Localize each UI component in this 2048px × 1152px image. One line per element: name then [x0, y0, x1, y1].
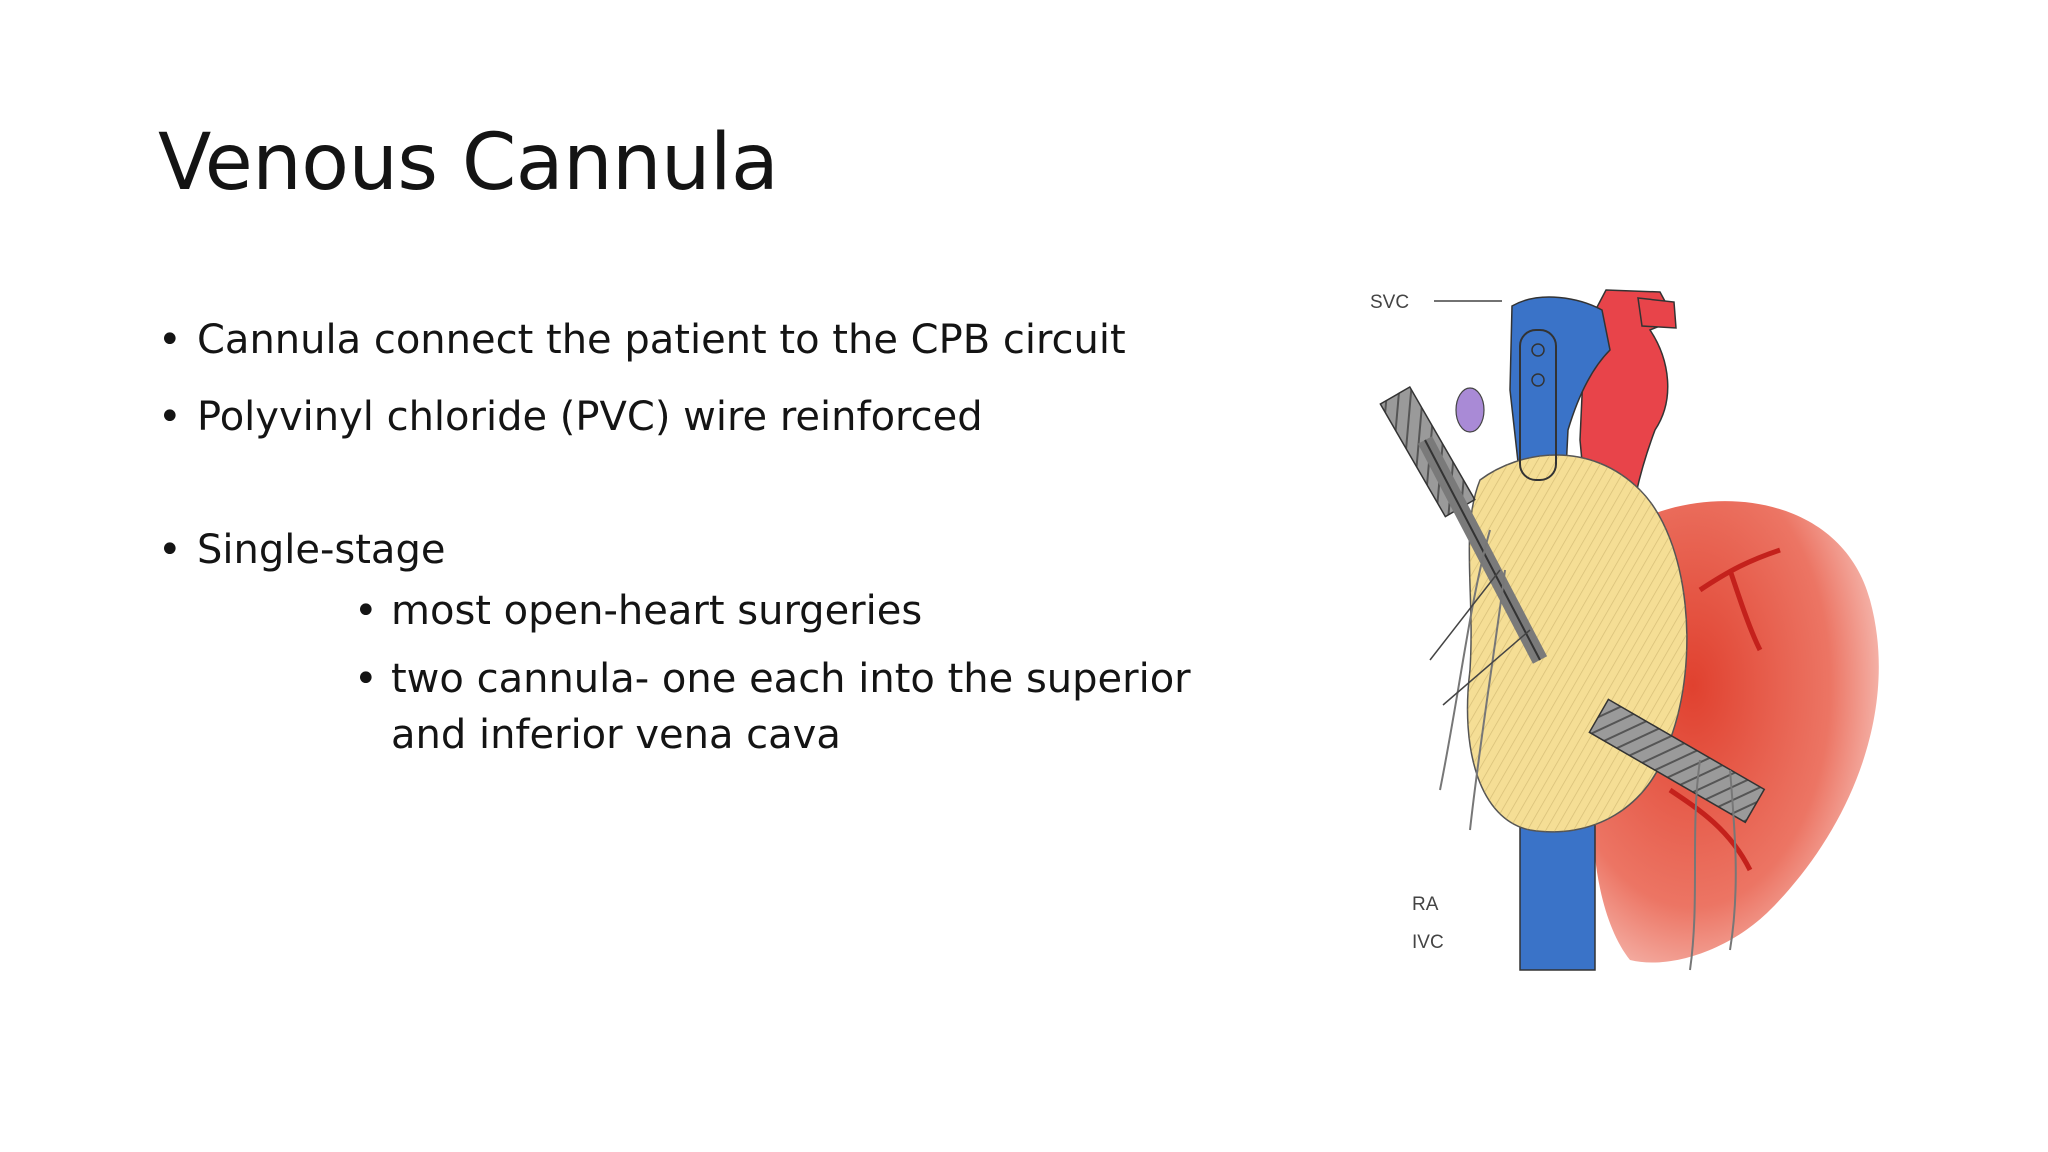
inferior-vena-cava	[1519, 809, 1596, 971]
slide-title: Venous Cannula	[158, 118, 779, 208]
bullet-item: Cannula connect the patient to the CPB c…	[158, 312, 1238, 368]
sub-bullet-item: most open-heart surgeries	[354, 584, 1238, 639]
atrial-appendage	[1455, 387, 1485, 433]
heart-cannulation-illustration: SVC RA IVC	[1370, 289, 1879, 971]
ivc-cannula-tube	[1588, 698, 1766, 824]
bullet-list: Cannula connect the patient to the CPB c…	[158, 312, 1238, 775]
sub-bullet-item: two cannula- one each into the superior …	[354, 651, 1271, 763]
label-ra: RA	[1412, 894, 1439, 915]
bullet-item: Polyvinyl chloride (PVC) wire reinforced	[158, 389, 1238, 445]
bullet-item: Single-stage	[158, 522, 1238, 578]
label-svc: SVC	[1370, 292, 1409, 313]
label-ivc: IVC	[1412, 932, 1444, 953]
superior-vena-cava	[1509, 296, 1611, 481]
